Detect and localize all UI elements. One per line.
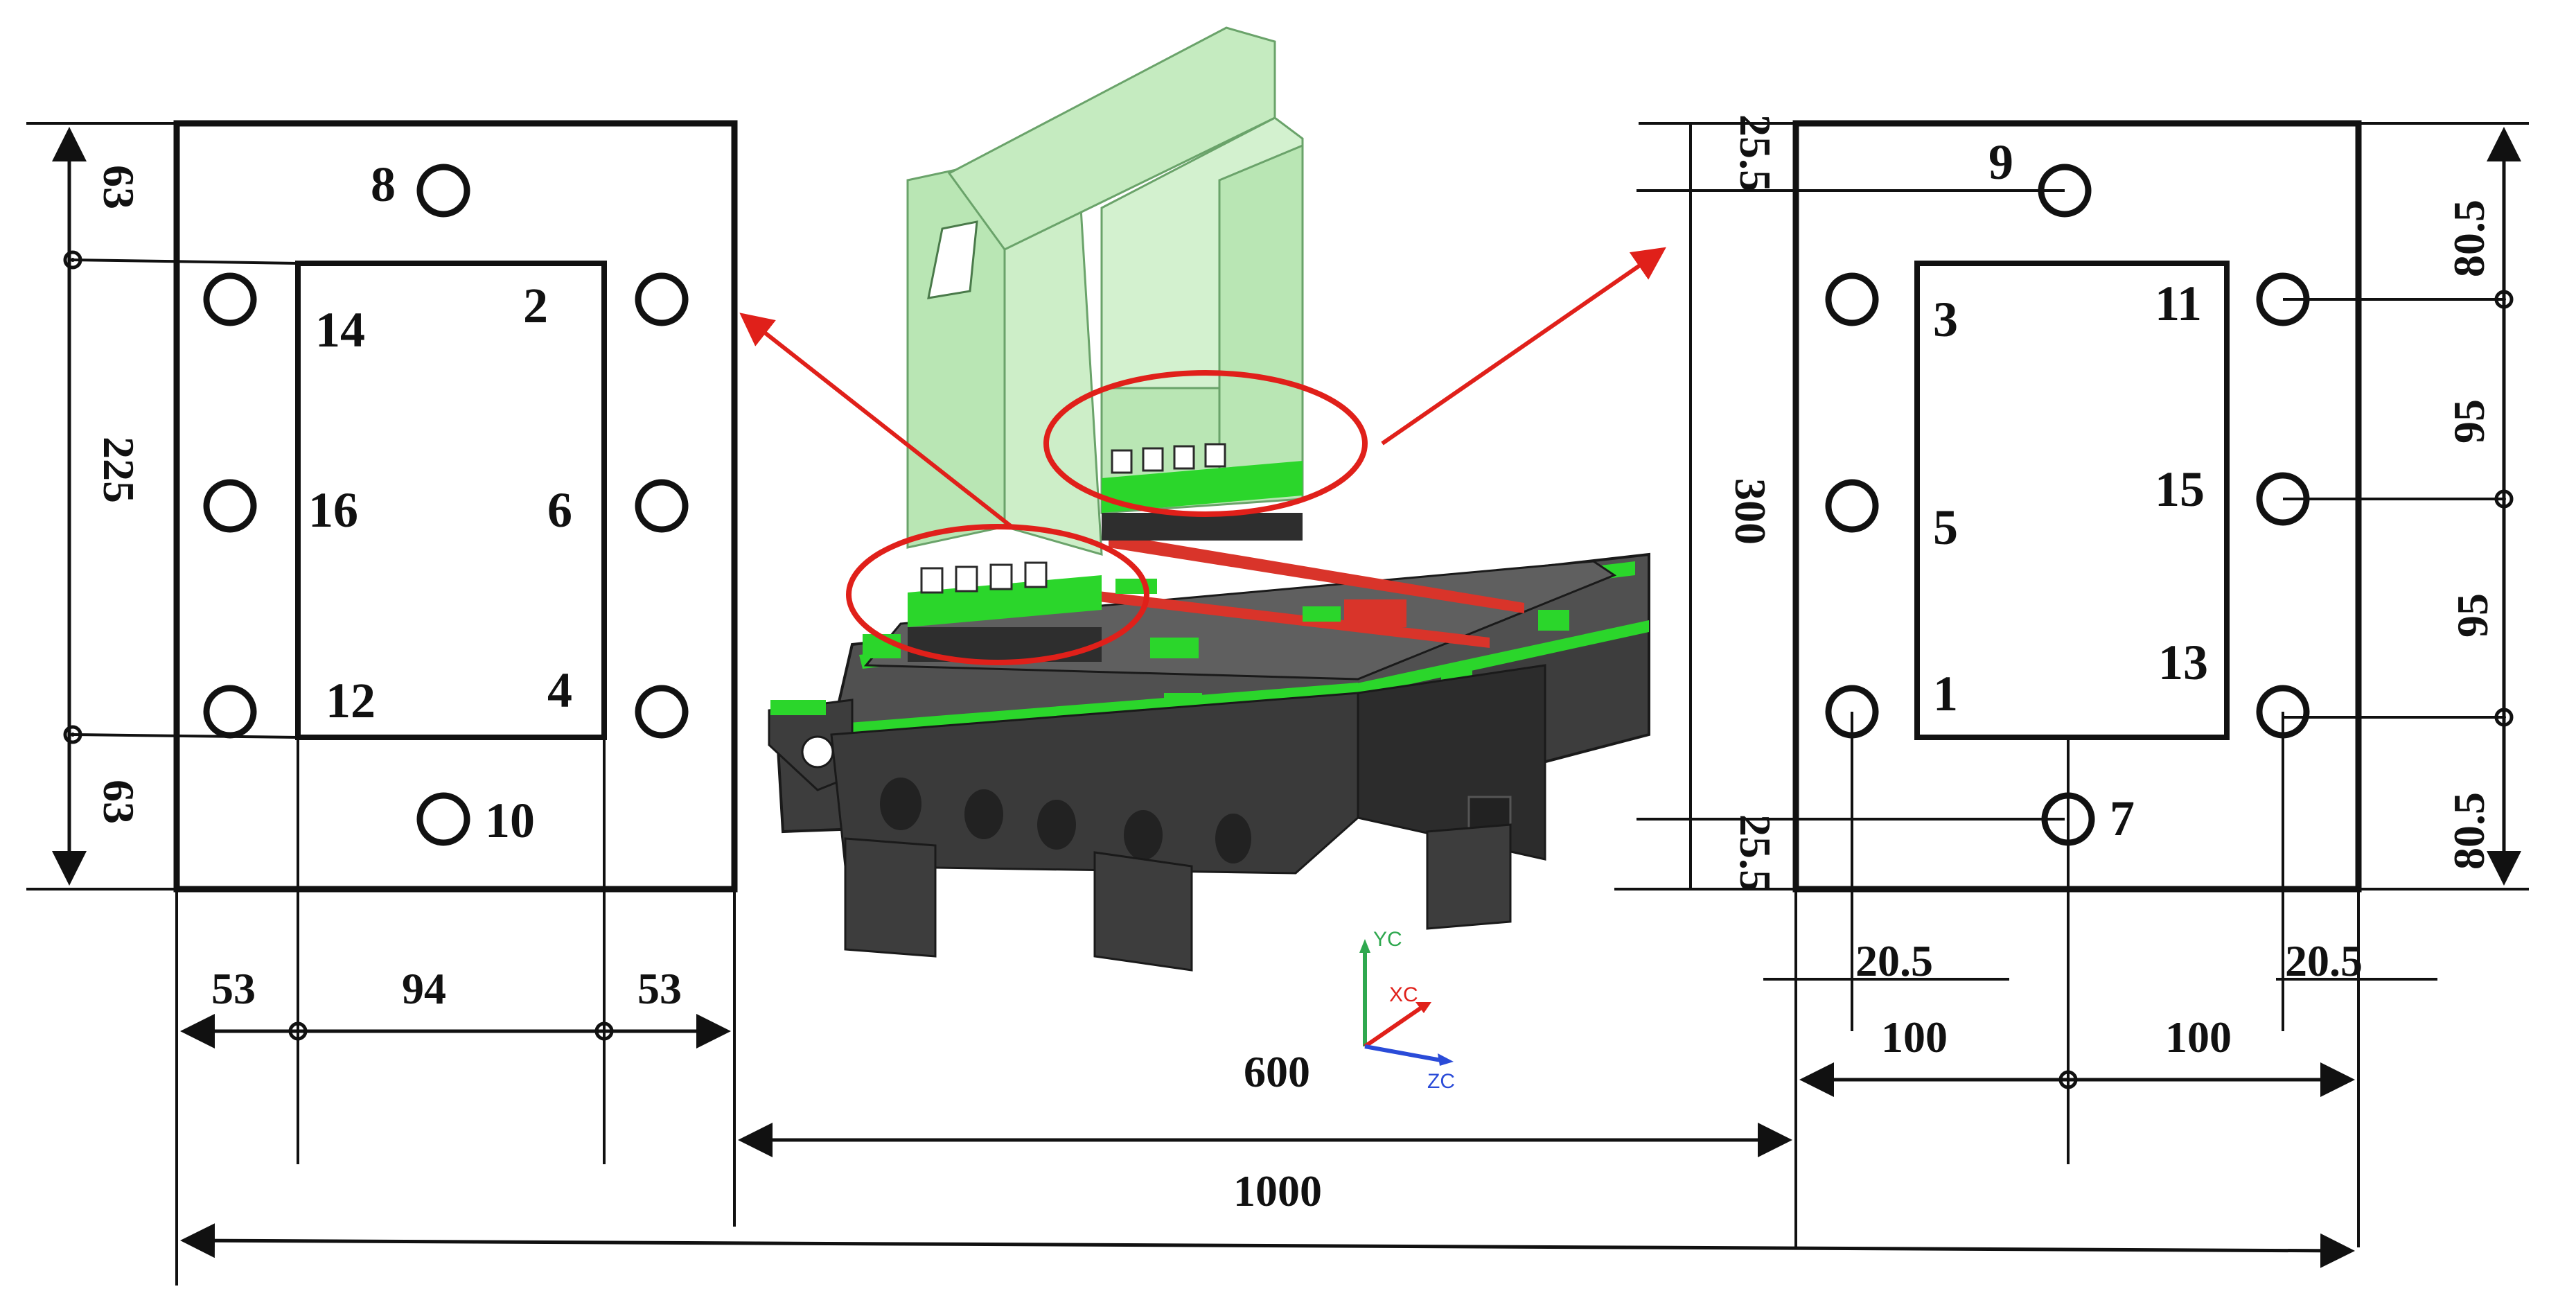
left-plate: 8 14 2 16 6 12 4 10 63 225 63 53 94 53 bbox=[26, 120, 738, 1286]
axes-icon: YC XC ZC bbox=[1359, 928, 1455, 1093]
dim-right-r2: 95 bbox=[2444, 399, 2494, 444]
label-7: 7 bbox=[2110, 791, 2135, 846]
axis-label-x: XC bbox=[1389, 983, 1418, 1006]
label-16: 16 bbox=[308, 482, 358, 538]
label-1: 1 bbox=[1933, 666, 1958, 721]
machine-model bbox=[768, 26, 1650, 972]
callout-arrow-left bbox=[739, 313, 1013, 529]
hole-9 bbox=[2038, 164, 2092, 218]
hole-right-outer-5 bbox=[1825, 685, 1879, 739]
dim-right-left-offset: 20.5 bbox=[1855, 936, 1933, 985]
callout-ellipse-left bbox=[846, 524, 1149, 665]
dim-1000: 1000 bbox=[1233, 1166, 1322, 1216]
dim-right-height: 300 bbox=[1726, 478, 1775, 545]
dim-left-53b: 53 bbox=[637, 964, 682, 1013]
label-8: 8 bbox=[371, 157, 396, 212]
right-plate: 9 3 11 5 15 1 13 7 25.5 25.5 300 80.5 95… bbox=[1614, 114, 2529, 1247]
callout-arrow-right bbox=[1381, 247, 1666, 446]
axis-label-z: ZC bbox=[1427, 1070, 1455, 1093]
hole-right-outer-3 bbox=[1825, 479, 1879, 533]
right-plate-outline bbox=[1792, 120, 2362, 893]
hole-8 bbox=[416, 164, 470, 218]
dim-left-94: 94 bbox=[402, 964, 446, 1013]
hole-7 bbox=[2041, 792, 2095, 846]
dim-right-r3: 95 bbox=[2448, 593, 2497, 638]
label-14: 14 bbox=[315, 302, 365, 358]
label-4: 4 bbox=[547, 663, 572, 718]
label-9: 9 bbox=[1988, 134, 2013, 190]
dim-right-r4: 80.5 bbox=[2444, 792, 2494, 870]
label-5: 5 bbox=[1933, 500, 1958, 555]
label-10: 10 bbox=[485, 793, 535, 848]
left-plate-outline bbox=[173, 120, 738, 893]
hole-left-outer-3 bbox=[203, 479, 257, 533]
hole-left-outer-1 bbox=[203, 272, 257, 326]
dim-left-top: 63 bbox=[94, 165, 143, 209]
hole-right-outer-6 bbox=[2256, 685, 2310, 739]
hole-left-outer-6 bbox=[635, 685, 689, 739]
axis-label-y: YC bbox=[1373, 928, 1402, 951]
hole-right-outer-4 bbox=[2256, 472, 2310, 526]
right-plate-inner-frame bbox=[1914, 261, 2230, 740]
label-11: 11 bbox=[2155, 276, 2202, 331]
dim-right-right-width: 100 bbox=[2165, 1012, 2232, 1062]
label-13: 13 bbox=[2158, 635, 2208, 690]
hole-right-outer-1 bbox=[1825, 272, 1879, 326]
dim-left-bottom: 63 bbox=[94, 780, 143, 824]
dim-right-r1: 80.5 bbox=[2444, 200, 2494, 277]
hole-left-outer-5 bbox=[203, 685, 257, 739]
hole-left-outer-4 bbox=[635, 479, 689, 533]
dim-right-left-width: 100 bbox=[1881, 1012, 1948, 1062]
dim-left-middle: 225 bbox=[94, 437, 143, 503]
hole-left-outer-2 bbox=[635, 272, 689, 326]
dim-600: 600 bbox=[1244, 1047, 1310, 1096]
label-2: 2 bbox=[523, 278, 548, 333]
callout-ellipse-right bbox=[1043, 370, 1368, 517]
left-plate-inner-frame bbox=[295, 261, 607, 740]
hole-right-outer-2 bbox=[2256, 272, 2310, 326]
label-6: 6 bbox=[547, 482, 572, 538]
label-12: 12 bbox=[326, 673, 376, 728]
label-3: 3 bbox=[1933, 292, 1958, 347]
dim-left-53a: 53 bbox=[211, 964, 256, 1013]
callouts bbox=[739, 247, 1666, 665]
dim-right-right-offset: 20.5 bbox=[2285, 936, 2363, 985]
dim-right-bottom-edge: 25.5 bbox=[1731, 814, 1780, 892]
hole-10 bbox=[416, 792, 470, 846]
dim-right-top-edge: 25.5 bbox=[1731, 114, 1780, 192]
overall-dimensions: 600 1000 bbox=[180, 1047, 2355, 1268]
label-15: 15 bbox=[2155, 462, 2205, 517]
